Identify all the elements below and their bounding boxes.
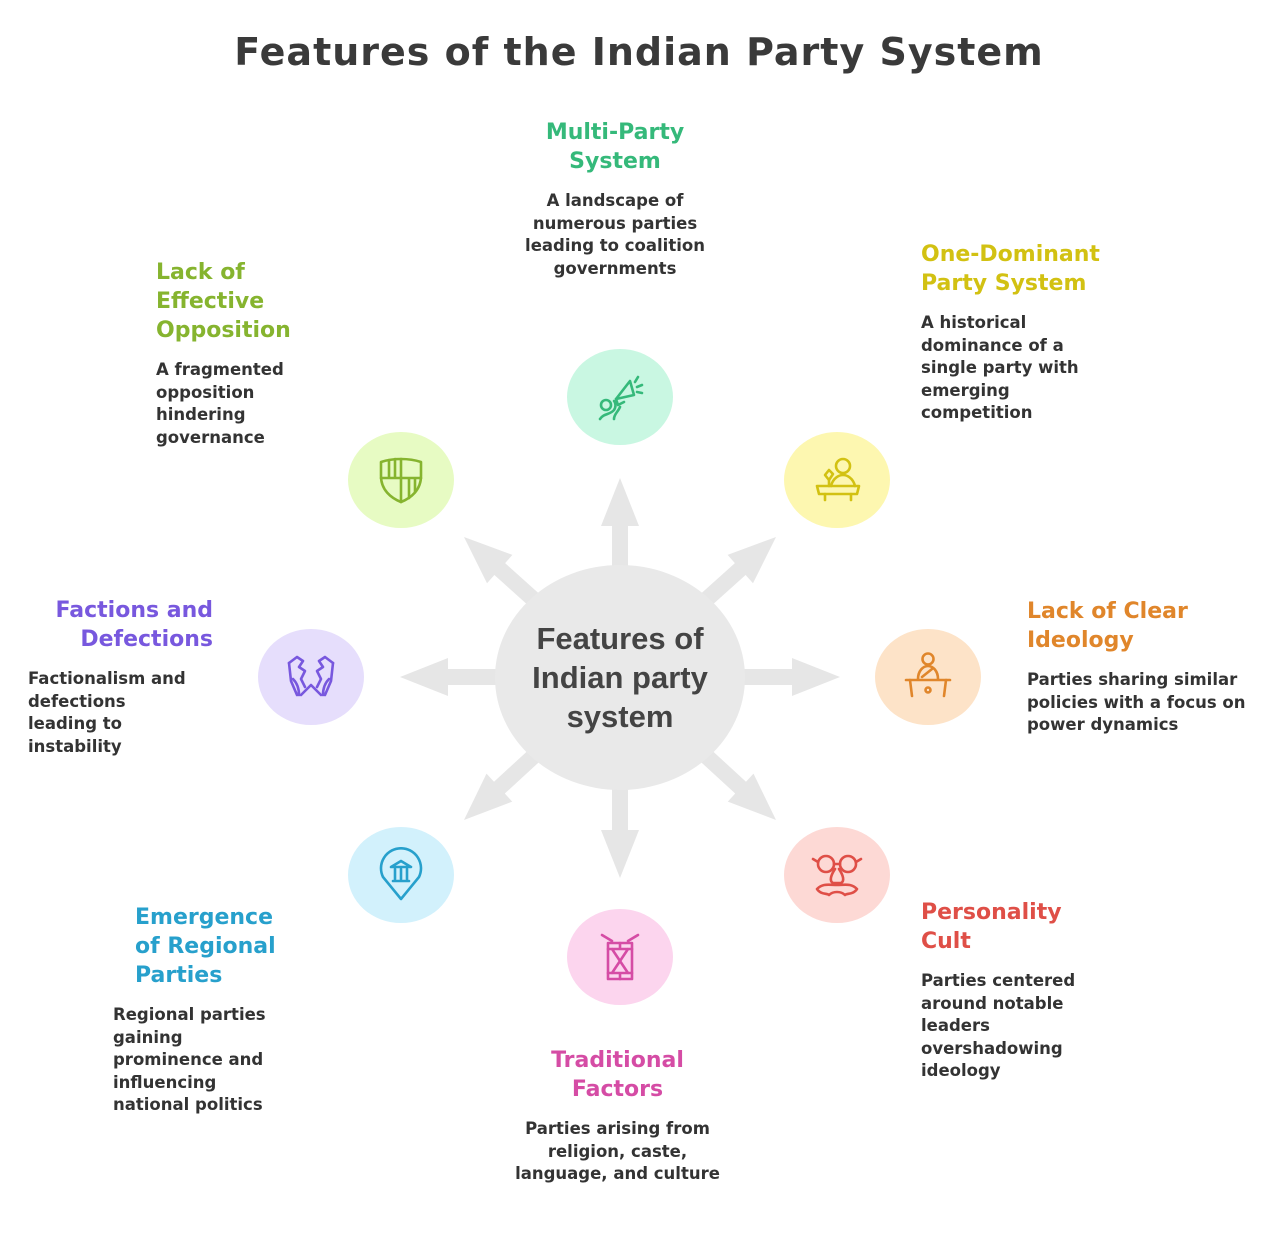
feature-heading: Lack of Effective Opposition <box>156 260 291 343</box>
feature-one-dominant: One-Dominant Party System A historical d… <box>921 240 1121 425</box>
feature-description: A landscape of numerous parties leading … <box>525 191 705 278</box>
feature-heading: Traditional Factors <box>551 1048 684 1102</box>
diagram-title: Features of the Indian Party System <box>234 30 1044 74</box>
feature-description: Parties centered around notable leaders … <box>921 971 1076 1080</box>
feature-opposition: Lack of Effective Opposition A fragmente… <box>156 258 326 449</box>
person-desk-icon <box>904 652 952 698</box>
drum-icon <box>600 933 640 981</box>
disguise-glasses-icon <box>811 854 863 897</box>
feature-description: A fragmented opposition hindering govern… <box>156 360 284 447</box>
node-one-dominant <box>784 432 890 528</box>
feature-factions: Factions and Defections Factionalism and… <box>28 596 218 758</box>
node-traditional <box>567 909 673 1005</box>
speaker-podium-icon <box>815 457 861 502</box>
feature-description: A historical dominance of a single party… <box>921 313 1079 422</box>
arrow-to-lack-ideology <box>680 658 840 696</box>
feature-personality-cult: Personality Cult Parties centered around… <box>921 898 1121 1083</box>
feature-heading: Multi-Party System <box>545 120 685 174</box>
torn-map-hands-icon <box>287 655 335 697</box>
feature-multi-party: Multi-Party System A landscape of numero… <box>490 118 740 280</box>
center-label: Features of Indian party system <box>532 621 708 734</box>
feature-description: Parties arising from religion, caste, la… <box>515 1119 720 1183</box>
feature-heading: Lack of Clear Ideology <box>1027 599 1188 653</box>
feature-traditional: Traditional Factors Parties arising from… <box>510 1046 725 1186</box>
feature-description: Parties sharing similar policies with a … <box>1027 670 1246 734</box>
feature-description: Regional parties gaining prominence and … <box>113 1005 266 1114</box>
shield-icon <box>379 457 423 504</box>
feature-regional: Emergence of Regional Parties Regional p… <box>113 903 313 1117</box>
feature-heading: One-Dominant Party System <box>921 242 1100 296</box>
center-node: Features of Indian party system <box>495 565 745 790</box>
location-building-icon <box>379 847 423 901</box>
node-multi-party <box>567 349 673 445</box>
megaphone-person-icon <box>598 375 644 421</box>
node-personality-cult <box>784 827 890 923</box>
node-lack-ideology <box>875 629 981 725</box>
feature-heading: Factions and Defections <box>55 598 213 652</box>
arrow-to-multi-party <box>601 478 639 617</box>
feature-description: Factionalism and defections leading to i… <box>28 669 186 756</box>
arrow-to-traditional <box>601 737 639 878</box>
arrow-to-factions <box>400 658 560 696</box>
feature-heading: Emergence of Regional Parties <box>135 905 276 988</box>
node-opposition <box>348 432 454 528</box>
feature-heading: Personality Cult <box>921 900 1062 954</box>
node-regional <box>348 827 454 923</box>
feature-lack-ideology: Lack of Clear Ideology Parties sharing s… <box>1027 597 1257 737</box>
node-factions <box>258 629 364 725</box>
